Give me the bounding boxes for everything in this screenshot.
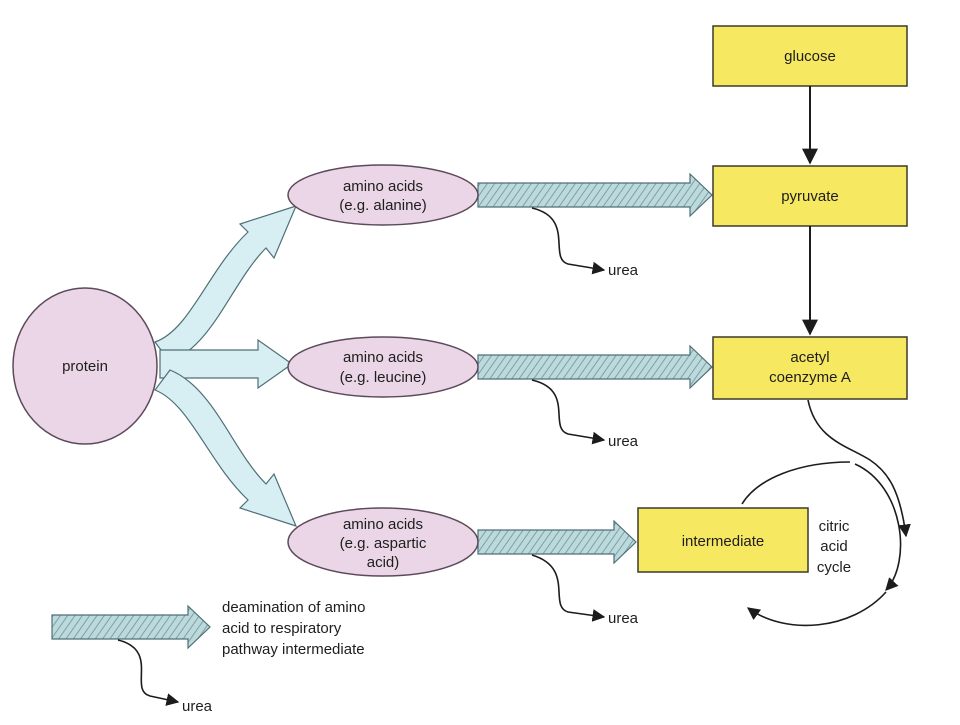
protein-label: protein bbox=[62, 358, 108, 375]
protein-node: protein bbox=[12, 287, 158, 445]
cycle-arc-right bbox=[854, 463, 902, 591]
legend-urea-label: urea bbox=[182, 698, 213, 715]
urea-arrow-3 bbox=[531, 554, 606, 622]
amino-acids-leucine-line2: (e.g. leucine) bbox=[340, 369, 427, 386]
deamination-arrows bbox=[477, 172, 713, 565]
cycle-label-line1: citric bbox=[819, 518, 850, 535]
cycle-arc-bottom bbox=[746, 591, 887, 627]
deamination-arrow-leucine bbox=[477, 344, 713, 390]
amino-acids-aspartic-node: amino acids (e.g. aspartic acid) bbox=[287, 507, 479, 577]
urea-arrow-1 bbox=[531, 207, 606, 275]
protein-branch-arrows bbox=[154, 205, 298, 527]
acetyl-coenzyme-a-box: acetyl coenzyme A bbox=[712, 336, 908, 400]
amino-acids-alanine-line2: (e.g. alanine) bbox=[339, 197, 427, 214]
deamination-arrow-alanine bbox=[477, 172, 713, 218]
amino-acids-leucine-node: amino acids (e.g. leucine) bbox=[287, 336, 479, 398]
glucose-box: glucose bbox=[712, 25, 908, 87]
amino-acids-aspartic-line2: (e.g. aspartic bbox=[340, 535, 427, 552]
intermediate-box: intermediate bbox=[637, 507, 809, 573]
acetyl-to-cycle-arrow bbox=[807, 399, 911, 538]
urea-branches: urea urea urea bbox=[531, 207, 639, 627]
pyruvate-label: pyruvate bbox=[781, 188, 839, 205]
pyruvate-box: pyruvate bbox=[712, 165, 908, 227]
legend: urea deamination of amino acid to respir… bbox=[51, 599, 365, 715]
legend-line3: pathway intermediate bbox=[222, 641, 365, 658]
legend-line2: acid to respiratory bbox=[222, 620, 342, 637]
citric-acid-cycle: citric acid cycle bbox=[741, 399, 911, 627]
acetyl-label-line1: acetyl bbox=[790, 349, 829, 366]
deamination-arrow-aspartic bbox=[477, 519, 637, 565]
amino-acids-aspartic-line3: acid) bbox=[367, 554, 400, 571]
legend-deamination-arrow bbox=[51, 604, 211, 650]
cycle-label-line3: cycle bbox=[817, 559, 851, 576]
legend-urea-arrow bbox=[117, 639, 180, 706]
intermediate-label: intermediate bbox=[682, 533, 765, 550]
branch-arrow-aspartic bbox=[154, 369, 298, 527]
urea-label-2: urea bbox=[608, 433, 639, 450]
amino-acids-leucine-line1: amino acids bbox=[343, 349, 423, 366]
legend-line1: deamination of amino bbox=[222, 599, 365, 616]
glucose-label: glucose bbox=[784, 48, 836, 65]
urea-label-1: urea bbox=[608, 262, 639, 279]
amino-acids-alanine-node: amino acids (e.g. alanine) bbox=[287, 164, 479, 226]
acetyl-label-line2: coenzyme A bbox=[769, 369, 851, 386]
amino-acids-aspartic-line1: amino acids bbox=[343, 516, 423, 533]
urea-arrow-2 bbox=[531, 379, 606, 445]
urea-label-3: urea bbox=[608, 610, 639, 627]
cycle-arc-left bbox=[741, 461, 851, 505]
cycle-label-line2: acid bbox=[820, 538, 848, 555]
branch-arrow-alanine bbox=[154, 205, 298, 363]
amino-acids-alanine-line1: amino acids bbox=[343, 178, 423, 195]
